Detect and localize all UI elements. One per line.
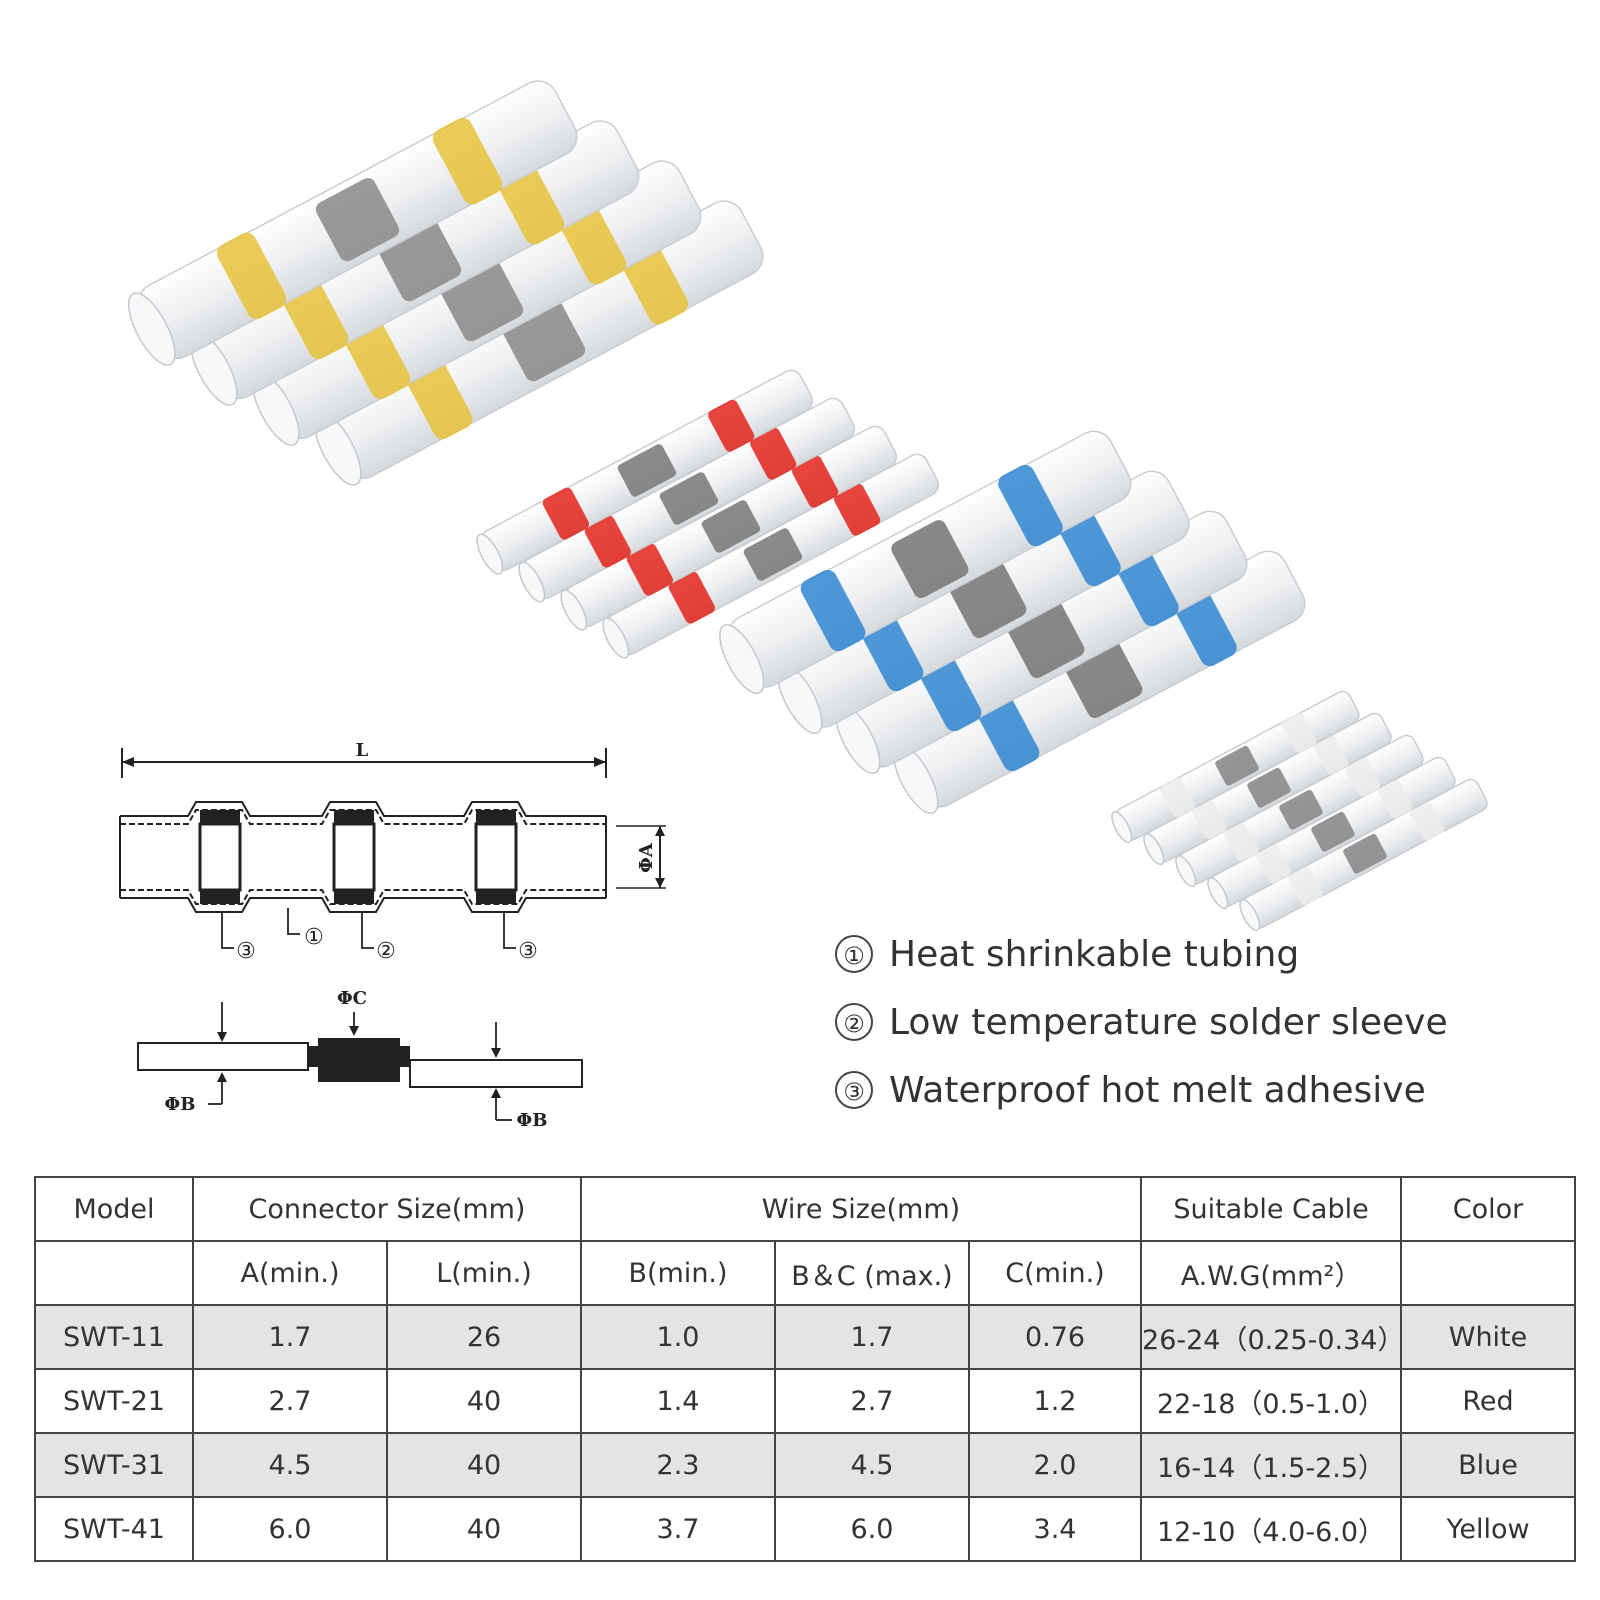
cell-a: 1.7 (192, 1304, 388, 1370)
header-wire-size: Wire Size(mm) (579, 1176, 1143, 1242)
subheader-empty (34, 1240, 194, 1306)
dia-a-label: ΦA (636, 842, 657, 873)
legend-number: ② (835, 1003, 873, 1041)
dia-b-label-right: ΦB (517, 1110, 548, 1131)
cell-color: Red (1400, 1368, 1577, 1434)
connector-tube (560, 425, 898, 631)
cell-c: 1.2 (967, 1368, 1143, 1434)
legend-item-tubing: ① Heat shrinkable tubing (835, 920, 1535, 988)
legend-text: Waterproof hot melt adhesive (889, 1069, 1426, 1111)
header-suitable-cable: Suitable Cable (1140, 1176, 1403, 1242)
callout-3-left: ③ (236, 939, 256, 964)
connector-group-yellow (127, 80, 764, 486)
cell-b: 1.0 (580, 1304, 776, 1370)
cell-model: SWT-31 (34, 1432, 194, 1498)
cell-b: 3.7 (580, 1496, 776, 1562)
cell-bc: 1.7 (774, 1304, 970, 1370)
connector-tube (1111, 690, 1360, 844)
component-legend: ① Heat shrinkable tubing ② Low temperatu… (835, 920, 1535, 1124)
cell-a: 6.0 (192, 1496, 388, 1562)
subheader-awg: A.W.G(mm²） (1140, 1240, 1403, 1306)
connector-tube (1143, 712, 1392, 866)
header-connector-size: Connector Size(mm) (192, 1176, 582, 1242)
cell-awg: 12-10（4.0-6.0） (1140, 1496, 1403, 1562)
legend-item-adhesive: ③ Waterproof hot melt adhesive (835, 1056, 1535, 1124)
length-dimension: L (121, 740, 607, 778)
connector-tube (602, 453, 940, 659)
legend-item-solder-sleeve: ② Low temperature solder sleeve (835, 988, 1535, 1056)
connector-tube (1207, 756, 1456, 910)
cell-l: 26 (386, 1304, 582, 1370)
connector-tube (476, 369, 814, 575)
cell-bc: 2.7 (774, 1368, 970, 1434)
cell-b: 1.4 (580, 1368, 776, 1434)
connector-group-red (476, 369, 940, 659)
cell-b: 2.3 (580, 1432, 776, 1498)
cell-bc: 4.5 (774, 1432, 970, 1498)
connector-diagram: L ΦA ③ ① ② ③ (119, 740, 666, 1131)
subheader-empty (1400, 1240, 1577, 1306)
dia-b-label-left: ΦB (165, 1094, 196, 1115)
wire-joint-diagram: ΦB ΦC ΦB (137, 988, 583, 1131)
connector-group-blue (719, 430, 1306, 815)
header-color: Color (1400, 1176, 1577, 1242)
table-row: SWT-11 1.7 26 1.0 1.7 0.76 26-24（0.25-0.… (34, 1304, 1577, 1370)
subheader-l-min: L(min.) (386, 1240, 582, 1306)
subheader-bc-max: B＆C (max.) (774, 1240, 970, 1306)
cell-awg: 16-14（1.5-2.5） (1140, 1432, 1403, 1498)
cell-awg: 22-18（0.5-1.0） (1140, 1368, 1403, 1434)
spec-table: Model Connector Size(mm) Wire Size(mm) S… (34, 1176, 1577, 1562)
length-label: L (356, 740, 369, 761)
cell-color: Yellow (1400, 1496, 1577, 1562)
table-header-row: Model Connector Size(mm) Wire Size(mm) S… (34, 1176, 1577, 1242)
dia-c-label: ΦC (337, 988, 367, 1009)
connector-tube (1239, 778, 1488, 932)
callouts (221, 908, 516, 949)
cell-l: 40 (386, 1496, 582, 1562)
callout-1: ① (304, 925, 324, 950)
cell-model: SWT-41 (34, 1496, 194, 1562)
connector-tube (719, 430, 1132, 695)
subheader-a-min: A(min.) (192, 1240, 388, 1306)
cell-color: Blue (1400, 1432, 1577, 1498)
cell-model: SWT-11 (34, 1304, 194, 1370)
legend-text: Heat shrinkable tubing (889, 933, 1300, 975)
cell-model: SWT-21 (34, 1368, 194, 1434)
cell-color: White (1400, 1304, 1577, 1370)
sleeve-rings (198, 810, 518, 904)
callout-2: ② (376, 939, 396, 964)
legend-text: Low temperature solder sleeve (889, 1001, 1448, 1043)
header-model: Model (34, 1176, 194, 1242)
cell-c: 0.76 (967, 1304, 1143, 1370)
product-photo (127, 80, 1488, 932)
cell-awg: 26-24（0.25-0.34） (1140, 1304, 1404, 1370)
dia-a-dimension: ΦA (616, 825, 666, 889)
connector-tube (313, 200, 764, 486)
cell-bc: 6.0 (774, 1496, 970, 1562)
table-subheader-row: A(min.) L(min.) B(min.) B＆C (max.) C(min… (34, 1240, 1577, 1306)
cell-c: 2.0 (967, 1432, 1143, 1498)
cell-a: 2.7 (192, 1368, 388, 1434)
subheader-c-min: C(min.) (967, 1240, 1143, 1306)
table-row: SWT-41 6.0 40 3.7 6.0 3.4 12-10（4.0-6.0）… (34, 1496, 1577, 1562)
cell-a: 4.5 (192, 1432, 388, 1498)
connector-group-white (1111, 690, 1488, 932)
table-row: SWT-21 2.7 40 1.4 2.7 1.2 22-18（0.5-1.0）… (34, 1368, 1577, 1434)
connector-tube (127, 80, 578, 366)
cell-l: 40 (386, 1432, 582, 1498)
subheader-b-min: B(min.) (580, 1240, 776, 1306)
callout-3-right: ③ (518, 939, 538, 964)
legend-number: ③ (835, 1071, 873, 1109)
table-row: SWT-31 4.5 40 2.3 4.5 2.0 16-14（1.5-2.5）… (34, 1432, 1577, 1498)
legend-number: ① (835, 935, 873, 973)
cell-l: 40 (386, 1368, 582, 1434)
cell-c: 3.4 (967, 1496, 1143, 1562)
